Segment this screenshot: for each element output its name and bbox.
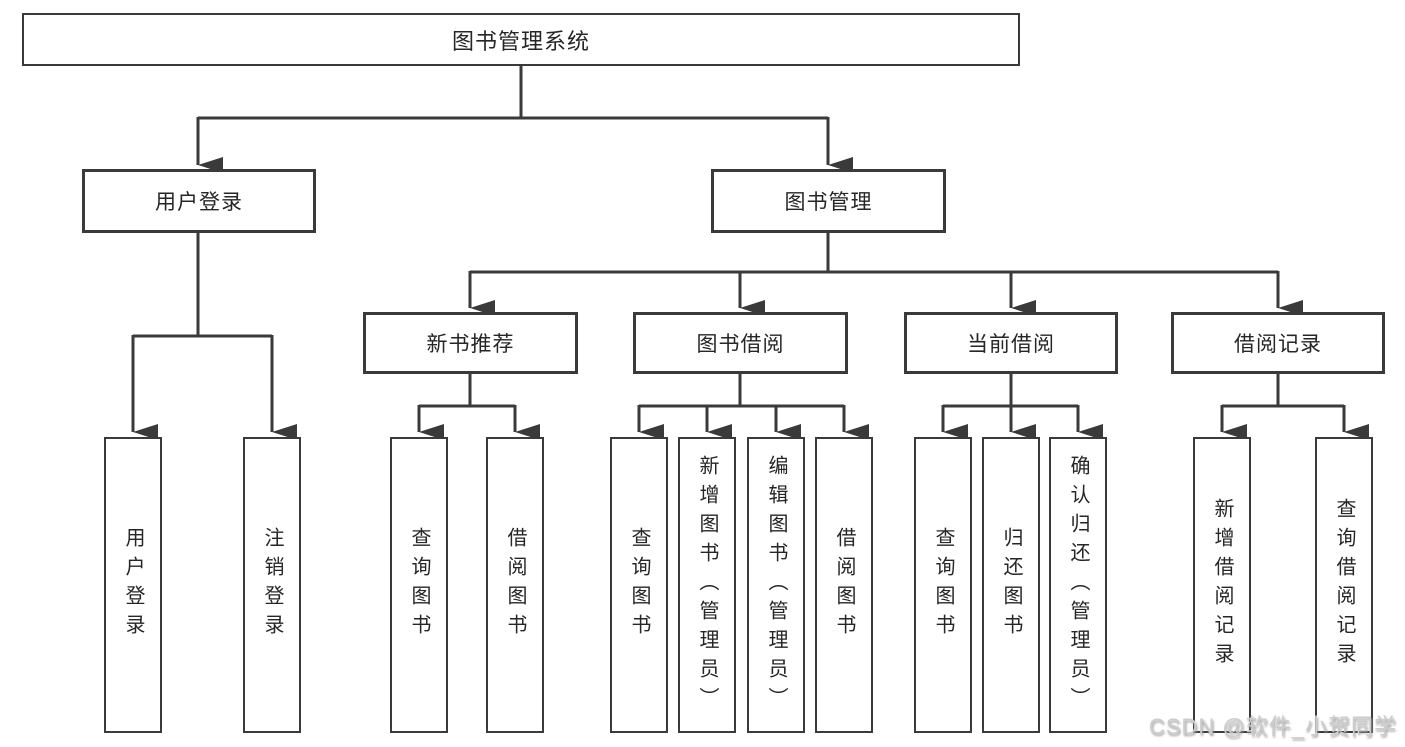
leaf-borrow-books-1: 借阅图书 xyxy=(486,437,544,733)
node-label: 图书管理系统 xyxy=(451,28,590,54)
leaf-label: 归还图书 xyxy=(1000,527,1022,643)
leaf-label: 查询图书 xyxy=(408,527,430,643)
leaf-return-book: 归还图书 xyxy=(982,437,1040,733)
leaf-query-books-2: 查询图书 xyxy=(610,437,668,733)
leaf-label: 查询借阅记录 xyxy=(1333,498,1355,672)
node-label: 用户登录 xyxy=(155,191,243,214)
leaf-label: 确认归还（管理员） xyxy=(1067,454,1089,716)
leaf-confirm-return-admin: 确认归还（管理员） xyxy=(1049,437,1107,733)
leaf-query-books-3: 查询图书 xyxy=(914,437,972,733)
leaf-label: 编辑图书（管理员） xyxy=(765,454,787,716)
node-label: 图书管理 xyxy=(784,191,873,214)
node-label: 当前借阅 xyxy=(967,333,1055,356)
node-book-borrow: 图书借阅 xyxy=(633,312,848,374)
node-label: 新书推荐 xyxy=(426,333,515,356)
node-user-login: 用户登录 xyxy=(82,169,316,233)
leaf-add-borrow-record: 新增借阅记录 xyxy=(1193,437,1251,733)
node-book-management: 图书管理 xyxy=(711,169,946,233)
node-new-book-recommend: 新书推荐 xyxy=(363,312,578,374)
leaf-label: 借阅图书 xyxy=(504,527,526,643)
leaf-user-login: 用户登录 xyxy=(104,437,162,733)
leaf-label: 注销登录 xyxy=(261,527,283,643)
leaf-label: 新增借阅记录 xyxy=(1211,498,1233,672)
leaf-label: 用户登录 xyxy=(122,527,144,643)
leaf-label: 查询图书 xyxy=(932,527,954,643)
leaf-label: 查询图书 xyxy=(628,527,650,643)
leaf-borrow-books-2: 借阅图书 xyxy=(815,437,873,733)
leaf-query-borrow-record: 查询借阅记录 xyxy=(1315,437,1373,733)
leaf-query-books-1: 查询图书 xyxy=(390,437,448,733)
watermark: CSDN @软件_小贺同学 xyxy=(1148,714,1397,739)
leaf-add-book-admin: 新增图书（管理员） xyxy=(678,437,736,733)
node-current-borrow: 当前借阅 xyxy=(904,312,1118,374)
node-borrow-records: 借阅记录 xyxy=(1171,312,1385,374)
node-label: 图书借阅 xyxy=(696,333,785,356)
leaf-logout: 注销登录 xyxy=(243,437,301,733)
node-label: 借阅记录 xyxy=(1234,333,1322,356)
node-library-management-system: 图书管理系统 xyxy=(22,13,1020,66)
leaf-label: 新增图书（管理员） xyxy=(696,454,718,716)
leaf-edit-book-admin: 编辑图书（管理员） xyxy=(747,437,805,733)
leaf-label: 借阅图书 xyxy=(833,527,855,643)
